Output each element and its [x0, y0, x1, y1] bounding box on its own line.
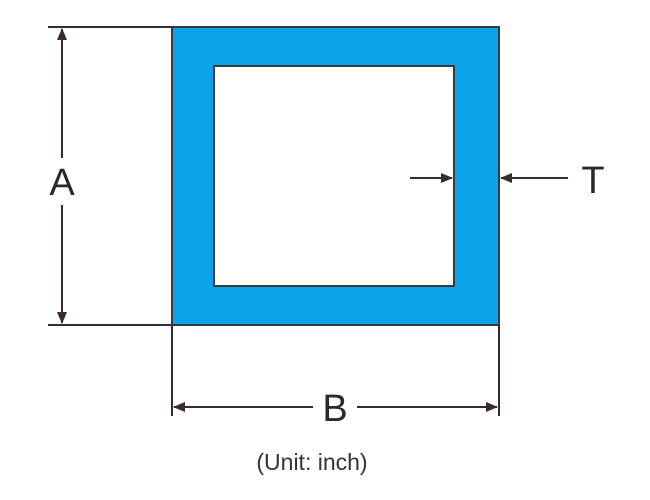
dimension-a-label: A: [49, 162, 75, 204]
dimension-a: A: [48, 26, 172, 326]
tube-hollow-interior: [213, 65, 455, 287]
dimension-t: T: [410, 160, 605, 202]
unit-note: (Unit: inch): [256, 449, 367, 475]
dimension-b: B: [171, 325, 500, 430]
dimension-t-label: T: [581, 160, 604, 202]
dimension-b-label: B: [322, 388, 347, 430]
